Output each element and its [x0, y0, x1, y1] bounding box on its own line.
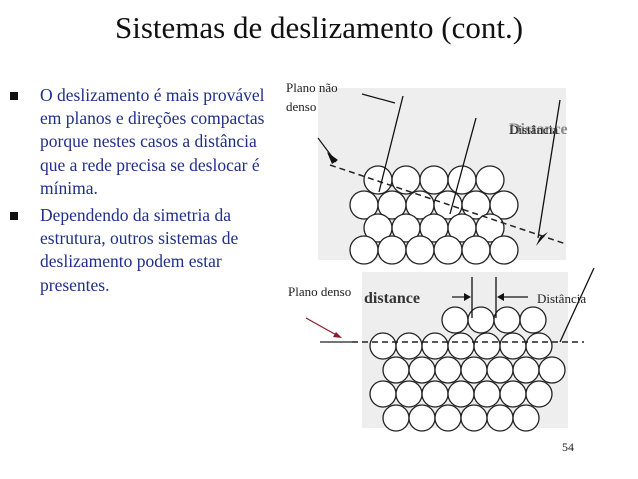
atom-circle	[512, 356, 540, 384]
atom-circle	[499, 332, 527, 360]
top-dashed-plane	[329, 164, 567, 245]
top-plane-label-line2: denso	[286, 99, 316, 114]
top-distance-line-1	[378, 95, 404, 193]
top-atom-lattice	[349, 165, 519, 265]
atom-circle	[395, 380, 423, 408]
atom-circle	[538, 356, 566, 384]
atom-circle	[460, 404, 488, 432]
bottom-distance-arrowhead-right-icon	[497, 293, 504, 301]
atom-circle	[475, 165, 505, 195]
bottom-distance-label: Distância	[537, 291, 586, 306]
atom-circle	[382, 404, 410, 432]
atom-circle	[460, 356, 488, 384]
atom-circle	[363, 165, 393, 195]
bullet-list: O deslizamento é mais provável em planos…	[10, 84, 272, 301]
bottom-plane-label: Plano denso	[288, 284, 351, 299]
atom-circle	[433, 235, 463, 265]
atom-circle	[382, 356, 410, 384]
atom-circle	[489, 235, 519, 265]
atom-circle	[419, 165, 449, 195]
top-bottom-arrowhead-icon	[536, 232, 548, 246]
atom-circle	[377, 235, 407, 265]
atom-circle	[441, 306, 469, 334]
atom-circle	[434, 356, 462, 384]
atom-circle	[447, 332, 475, 360]
top-distance-line-3	[537, 99, 561, 239]
atom-circle	[391, 165, 421, 195]
top-distance-label: Distância	[509, 122, 558, 137]
atom-circle	[421, 332, 449, 360]
bottom-distance-original-label: distance	[364, 290, 420, 307]
atom-circle	[369, 380, 397, 408]
top-distance-line-2	[449, 117, 477, 215]
atom-circle	[499, 380, 527, 408]
top-arrow-shaft	[317, 137, 337, 163]
bottom-red-arrowhead-icon	[333, 332, 342, 338]
bullet-item: Dependendo da simetria da estrutura, out…	[10, 204, 272, 297]
bottom-diagonal-line	[559, 267, 595, 343]
atom-circle	[369, 332, 397, 360]
atom-circle	[475, 213, 505, 243]
bottom-distance-arrowhead-left-icon	[464, 293, 471, 301]
atom-circle	[486, 404, 514, 432]
atom-circle	[519, 306, 547, 334]
atom-circle	[405, 235, 435, 265]
atom-circle	[473, 380, 501, 408]
bullet-text: Dependendo da simetria da estrutura, out…	[40, 205, 239, 295]
atom-circle	[525, 332, 553, 360]
atom-circle	[512, 404, 540, 432]
atom-circle	[525, 380, 553, 408]
atom-circle	[489, 190, 519, 220]
atom-circle	[408, 404, 436, 432]
page-number: 54	[562, 440, 574, 454]
bottom-atom-lattice	[369, 306, 566, 432]
top-label-arrow	[361, 93, 396, 104]
atom-circle	[473, 332, 501, 360]
top-plane-label-line1: Plano não	[286, 80, 338, 95]
square-bullet-icon	[10, 212, 18, 221]
atom-circle	[447, 380, 475, 408]
atom-circle	[421, 380, 449, 408]
atom-circle	[486, 356, 514, 384]
atom-circle	[493, 306, 521, 334]
atom-circle	[395, 332, 423, 360]
bullet-item: O deslizamento é mais provável em planos…	[10, 84, 272, 200]
atom-circle	[349, 235, 379, 265]
atom-circle	[434, 404, 462, 432]
top-distance-original-label: Distance	[509, 121, 568, 138]
square-bullet-icon	[10, 92, 18, 100]
bullet-text: O deslizamento é mais provável em planos…	[40, 85, 265, 198]
atom-circle	[461, 235, 491, 265]
bottom-red-arrow	[305, 317, 341, 338]
atom-circle	[408, 356, 436, 384]
slide-title: Sistemas de deslizamento (cont.)	[114, 10, 524, 45]
